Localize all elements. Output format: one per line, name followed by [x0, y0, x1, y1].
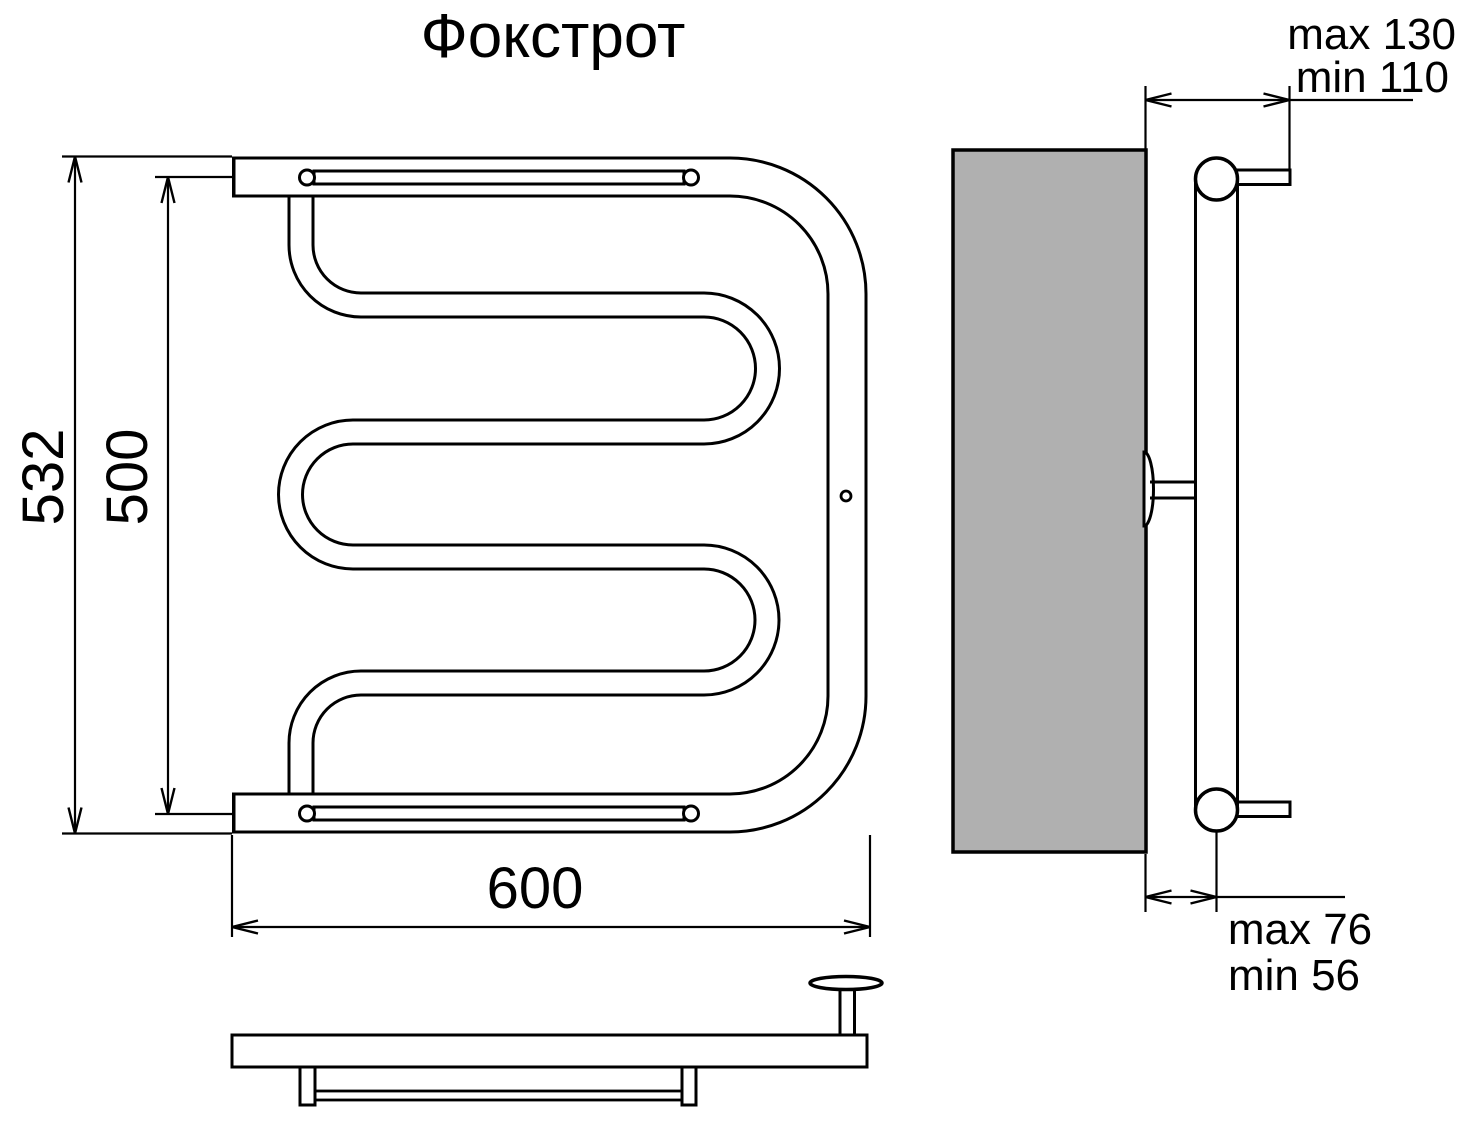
side-tube-end-bottom: [1193, 787, 1240, 833]
arrowhead-down: [67, 807, 83, 834]
bracket-pipe: [1150, 480, 1196, 500]
wall-section: [951, 148, 1148, 854]
arrowhead-right: [843, 919, 871, 935]
side-tube-lines: [1194, 179, 1239, 810]
arrowhead-left: [1145, 889, 1172, 905]
arrowhead-right: [1190, 889, 1217, 905]
arrowhead-up: [67, 156, 83, 183]
dimension-top-offset: max 130 min 110: [1144, 10, 1456, 170]
valve-disc: [808, 974, 884, 992]
serpentine-coil-fill: [280, 190, 778, 813]
plan-rail-tube: [230, 1033, 869, 1069]
dim-text-600: 600: [487, 856, 584, 921]
drawing-title: Фокстрот: [421, 2, 686, 71]
valve-stem: [838, 986, 856, 1040]
dimension-500: 500: [95, 175, 232, 816]
bottom-rail-bushing-right: [682, 804, 700, 823]
bottom-rail-rod: [312, 805, 686, 822]
bracket-cap: [1142, 450, 1155, 528]
frame-tube-fill: [235, 159, 865, 831]
arrowhead-up: [160, 176, 176, 204]
side-view: [951, 148, 1292, 854]
plan-hanger-rod: [305, 1089, 693, 1102]
dim-text-500: 500: [95, 429, 160, 526]
dim-text-top-max: max 130: [1287, 10, 1456, 59]
arrowhead-right: [1263, 92, 1290, 108]
top-rail-bushing-left: [298, 168, 316, 187]
dim-text-bottom-max: max 76: [1228, 905, 1372, 954]
bottom-rail-bushing-left: [298, 804, 316, 823]
serpentine-coil-outline: [277, 190, 781, 813]
frame-tube-outline: [232, 156, 868, 834]
dimension-bottom-offset: max 76 min 56: [1144, 832, 1372, 1000]
arrowhead-down: [160, 787, 176, 815]
dim-text-top-min: min 110: [1296, 53, 1449, 102]
top-rail-bushing-right: [682, 168, 700, 187]
air-vent-hole: [839, 489, 853, 503]
top-rail-rod: [312, 169, 686, 186]
dimension-600: 600: [230, 835, 872, 937]
arrowhead-left: [231, 919, 259, 935]
dim-text-bottom-min: min 56: [1228, 951, 1360, 1000]
front-view: [232, 156, 868, 834]
dim-text-532: 532: [11, 429, 76, 526]
dimension-532: 532: [11, 155, 232, 835]
side-tube-end-top: [1193, 156, 1240, 202]
bottom-view: [230, 974, 884, 1107]
arrowhead-left: [1145, 92, 1172, 108]
